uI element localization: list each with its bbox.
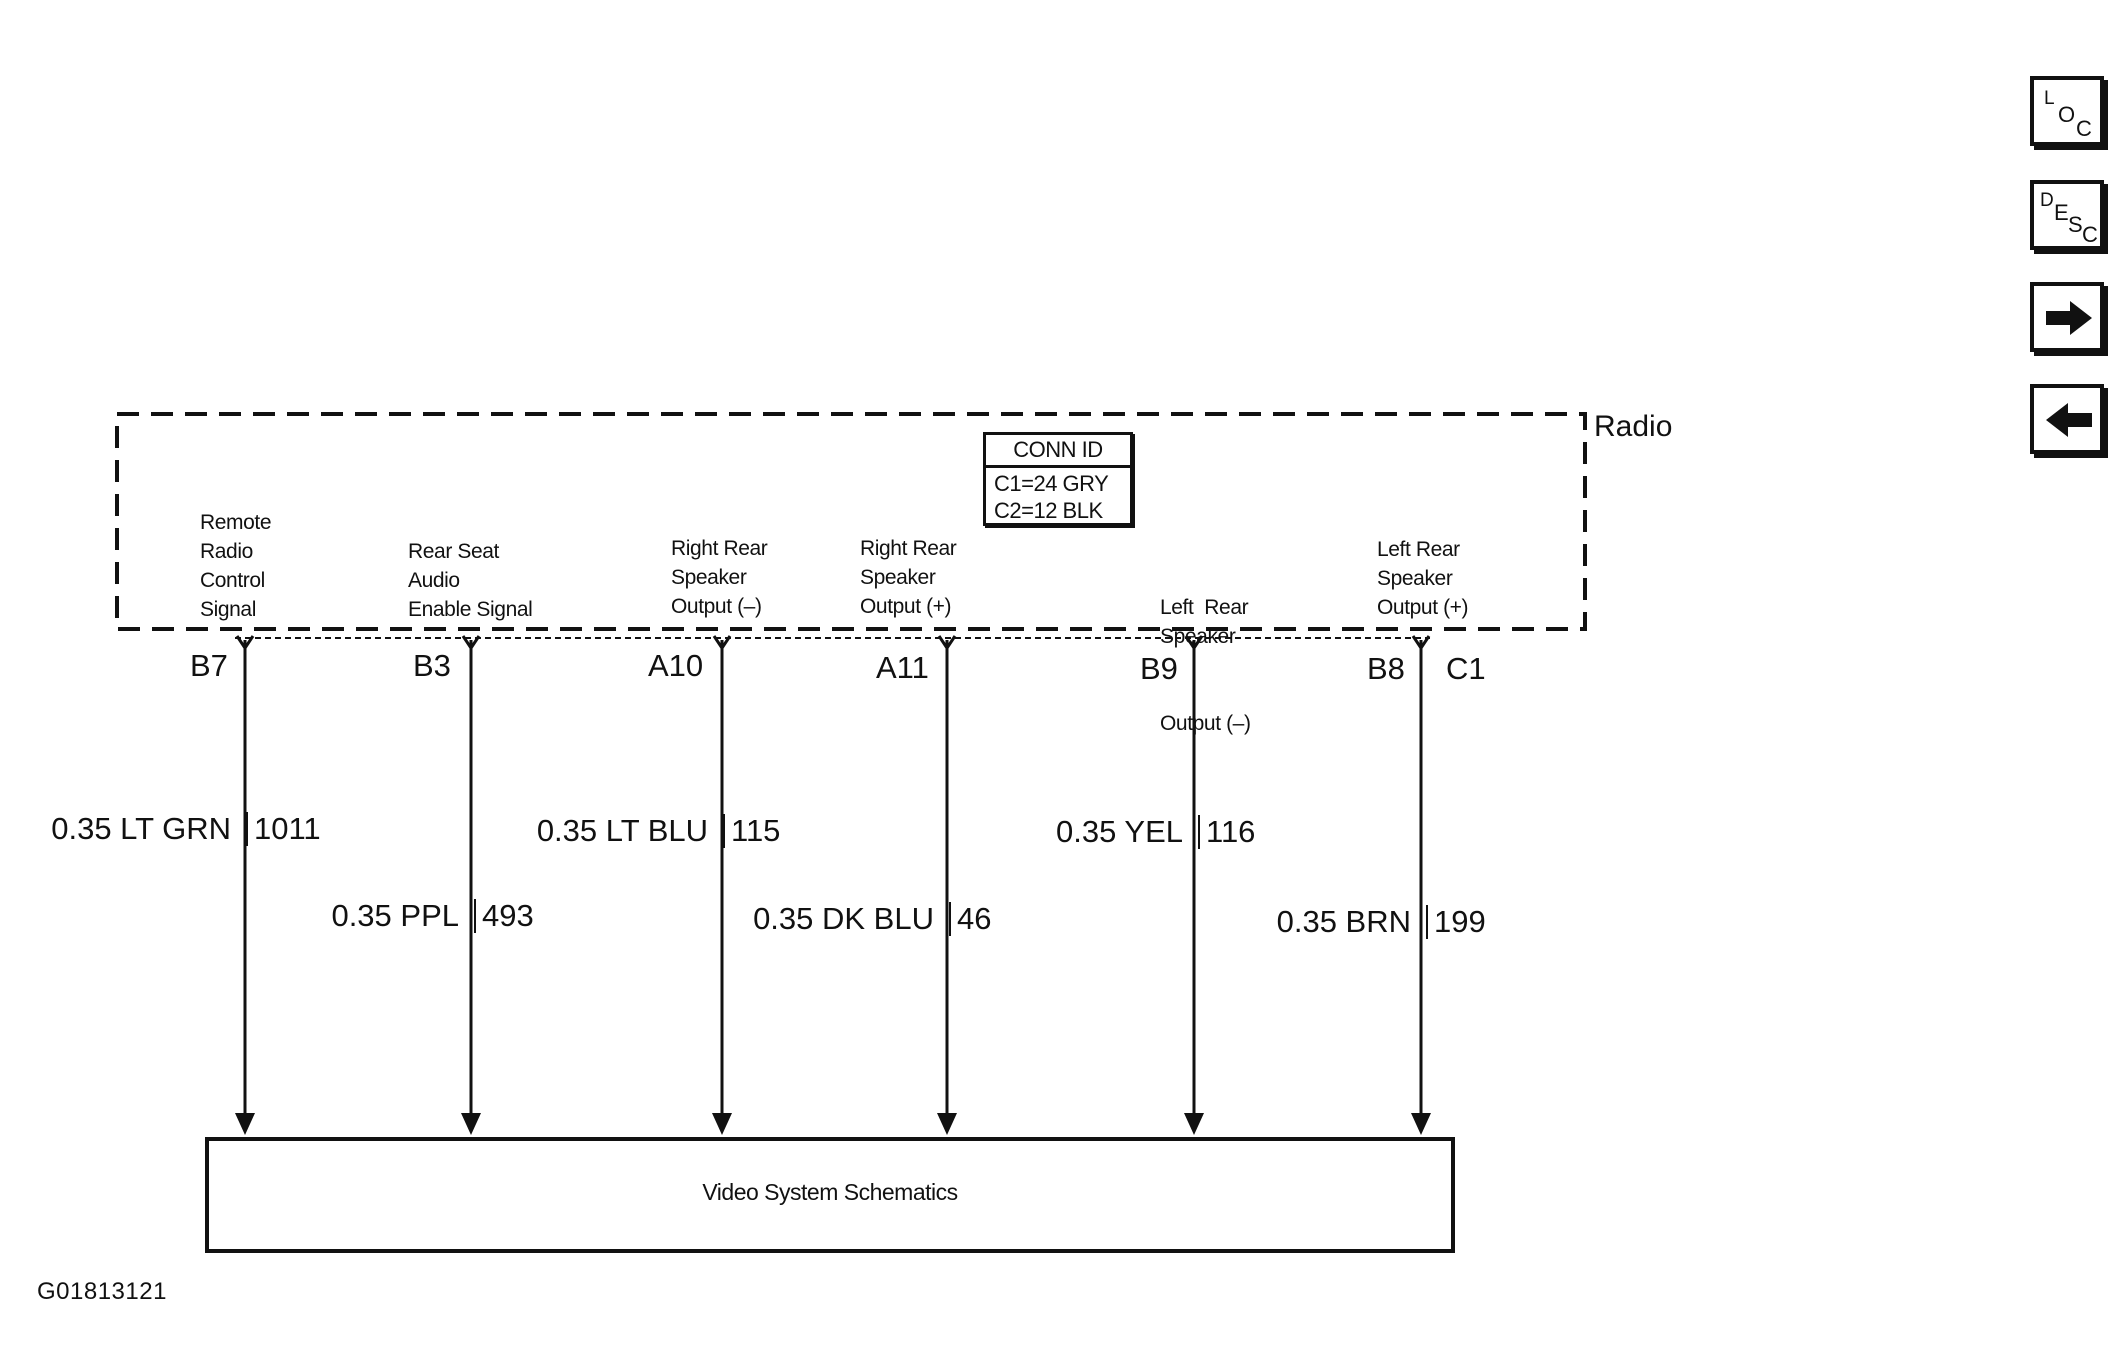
connector-id-line-c2: C2=12 BLK xyxy=(994,498,1103,523)
pin-terminal-b8 xyxy=(1411,635,1431,651)
connector-id-box: CONN ID C1=24 GRY C2=12 BLK xyxy=(983,432,1133,526)
wire-color-a10: 0.35 LT BLU xyxy=(536,813,708,848)
arrowhead-a10 xyxy=(712,1113,732,1135)
video-system-schematics-link[interactable]: Video System Schematics xyxy=(205,1137,1455,1253)
loc-letter-c: C xyxy=(2076,116,2092,141)
arrowhead-b8 xyxy=(1411,1113,1431,1135)
circuit-number-b9: 116 xyxy=(1198,815,1255,849)
pin-terminal-a10 xyxy=(712,635,732,651)
destination-label: Video System Schematics xyxy=(702,1179,958,1205)
desc-letter-c: C xyxy=(2082,222,2098,247)
connector-label-c1: C1 xyxy=(1446,651,1486,686)
location-button[interactable]: L O C xyxy=(2030,76,2104,146)
pin-a10: A10 xyxy=(648,648,704,683)
wire-color-b9: 0.35 YEL xyxy=(1056,814,1183,849)
loc-letter-o: O xyxy=(2058,102,2076,127)
pin-b7: B7 xyxy=(190,648,228,683)
pin-terminal-b9 xyxy=(1184,635,1204,651)
pin-b9: B9 xyxy=(1140,651,1178,686)
desc-letter-e: E xyxy=(2054,200,2069,225)
pin-terminal-b7 xyxy=(235,635,255,651)
arrowhead-a11 xyxy=(937,1113,957,1135)
next-page-button[interactable] xyxy=(2030,282,2104,352)
pin-terminal-a11 xyxy=(937,635,957,651)
circuit-number-b3: 493 xyxy=(474,899,534,933)
figure-id: G01813121 xyxy=(37,1278,167,1305)
pin-b3: B3 xyxy=(413,648,451,683)
pin-terminal-b3 xyxy=(461,635,481,651)
circuit-number-b8: 199 xyxy=(1426,905,1486,939)
desc-letter-d: D xyxy=(2040,190,2054,211)
wire-color-b3: 0.35 PPL xyxy=(331,898,459,933)
desc-letter-s: S xyxy=(2068,212,2083,237)
description-button[interactable]: D E S C xyxy=(2030,180,2104,250)
arrowhead-b9 xyxy=(1184,1113,1204,1135)
wire-color-b7: 0.35 LT GRN xyxy=(51,811,231,846)
connector-id-title: CONN ID xyxy=(986,435,1130,468)
previous-page-button[interactable] xyxy=(2030,384,2104,454)
wire-color-a11: 0.35 DK BLU xyxy=(753,901,934,936)
component-name: Radio xyxy=(1594,410,1673,443)
arrow-left-icon xyxy=(2046,403,2092,437)
pin-a11: A11 xyxy=(876,650,929,685)
circuit-number-a11: 46 xyxy=(949,902,991,936)
radio-component-outline xyxy=(115,412,1587,631)
loc-letter-l: L xyxy=(2044,88,2055,109)
connector-id-line-c1: C1=24 GRY xyxy=(994,471,1109,496)
circuit-number-a10: 115 xyxy=(723,814,780,848)
pin-b8: B8 xyxy=(1367,651,1405,686)
arrowhead-b7 xyxy=(235,1113,255,1135)
arrowhead-b3 xyxy=(461,1113,481,1135)
arrow-right-icon xyxy=(2046,301,2092,335)
wire-color-b8: 0.35 BRN xyxy=(1276,904,1411,939)
circuit-number-b7: 1011 xyxy=(246,812,321,846)
